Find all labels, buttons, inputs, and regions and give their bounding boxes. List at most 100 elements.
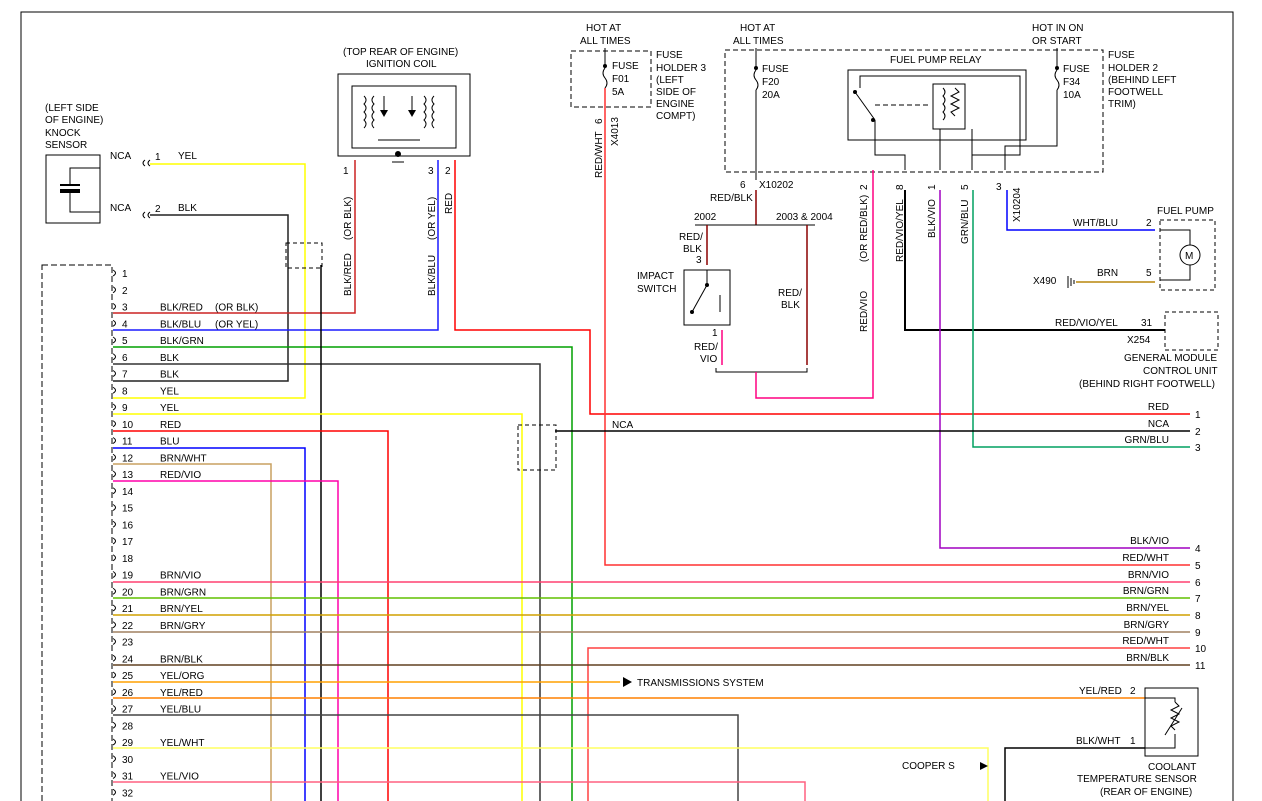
ecm-pin-terminal bbox=[112, 571, 116, 578]
wire-ecm-31 bbox=[113, 781, 806, 801]
f20-hot-1: HOT AT bbox=[740, 23, 775, 34]
impact-label-1: IMPACT bbox=[637, 271, 674, 282]
knock-sensor-box bbox=[45, 154, 101, 224]
relay-pin-1: 1 bbox=[927, 184, 938, 190]
ecm-pin-number: 4 bbox=[122, 319, 128, 330]
ecm-pin-number: 5 bbox=[122, 336, 128, 347]
coil-wire-orblk: (OR BLK) bbox=[343, 197, 354, 240]
holder2-2: HOLDER 2 bbox=[1108, 63, 1158, 74]
ecm-pin-wire-label: BLU bbox=[160, 437, 179, 448]
coolant-sensor: YEL/RED 2 BLK/WHT 1 COOLANT TEMPERATURE … bbox=[1076, 686, 1199, 798]
gm-pin: 31 bbox=[1141, 318, 1153, 329]
right-wire-label: NCA bbox=[1148, 419, 1169, 430]
coil-title-1: (TOP REAR OF ENGINE) bbox=[343, 47, 458, 58]
ecm-pin-wire-label: YEL/VIO bbox=[160, 772, 199, 783]
ecm-pin-wire-label: BRN/GRY bbox=[160, 621, 206, 632]
right-wire-list: RED1NCA2GRN/BLU3BLK/VIO4RED/WHT5BRN/VIO6… bbox=[1122, 402, 1206, 672]
impact-wire-bot-2: VIO bbox=[700, 354, 717, 365]
coil-wire-oryel: (OR YEL) bbox=[427, 197, 438, 240]
ecm-pin-terminal bbox=[112, 487, 116, 495]
f20-amp: 20A bbox=[762, 90, 780, 101]
ecm-pin-number: 3 bbox=[122, 303, 128, 314]
relay-pin-2: 2 bbox=[859, 184, 870, 190]
ecm-pin-terminal bbox=[112, 638, 116, 645]
knock-nca-2: NCA bbox=[110, 203, 131, 214]
relay-connector: X10204 bbox=[1012, 187, 1023, 222]
ecm-pin-terminal bbox=[112, 453, 116, 461]
ecm-pin-wire-label: YEL/ORG bbox=[160, 671, 205, 682]
wire-ecm-5 bbox=[113, 346, 573, 801]
coil-pin-1: 1 bbox=[343, 166, 349, 177]
ecm-pin-terminal bbox=[112, 286, 116, 294]
f34-fuse: FUSE bbox=[1063, 64, 1090, 75]
splice-nca-label: NCA bbox=[612, 420, 633, 431]
ecm-pin-number: 15 bbox=[122, 504, 134, 515]
right-wire-number: 3 bbox=[1195, 443, 1201, 454]
ecm-pin-number: 32 bbox=[122, 788, 134, 799]
ecm-pin-number: 22 bbox=[122, 621, 134, 632]
ecm-pin-number: 13 bbox=[122, 470, 134, 481]
knock-sensor-title-1: (LEFT SIDE bbox=[45, 103, 99, 114]
f20-wire: RED/BLK bbox=[710, 193, 753, 204]
knock-sensor: (LEFT SIDE OF ENGINE) KNOCK SENSOR NCA N… bbox=[45, 103, 197, 224]
holder2-5: TRIM) bbox=[1108, 99, 1136, 110]
coolant-wire-1: YEL/RED bbox=[1079, 686, 1122, 697]
knock-wire-blk: BLK bbox=[178, 203, 197, 214]
ecm-pin-number: 26 bbox=[122, 688, 134, 699]
impact-label-2: SWITCH bbox=[637, 284, 676, 295]
ecm-pin-number: 20 bbox=[122, 587, 134, 598]
f01-hot-2: ALL TIMES bbox=[580, 36, 631, 47]
ecm-pin-terminal bbox=[112, 688, 116, 696]
coil-pin-2: 2 bbox=[445, 166, 451, 177]
holder2-4: FOOTWELL bbox=[1108, 87, 1163, 98]
f34-hot-1: HOT IN ON bbox=[1032, 23, 1083, 34]
ecm-pin-terminal bbox=[112, 470, 116, 478]
ecm-pin-terminal bbox=[112, 336, 116, 344]
wire-ecm-11 bbox=[113, 447, 306, 801]
impact-wire-right-2: BLK bbox=[781, 300, 800, 311]
holder2-3: (BEHIND LEFT bbox=[1108, 75, 1176, 86]
coil-pin-3: 3 bbox=[428, 166, 434, 177]
ecm-pin-number: 18 bbox=[122, 554, 134, 565]
relay-wire-grnblu: GRN/BLU bbox=[960, 200, 971, 244]
ecm-pin-number: 12 bbox=[122, 453, 134, 464]
relay-wire-redvioyel: RED/VIO/YEL bbox=[895, 199, 906, 262]
right-wire-label: RED/WHT bbox=[1122, 553, 1169, 564]
impact-switch: 2002 2003 & 2004 RED/ BLK 3 IMPACT SWITC… bbox=[637, 170, 874, 399]
holder3-3: (LEFT bbox=[656, 75, 684, 86]
nca-splice bbox=[517, 424, 557, 471]
relay-title: FUEL PUMP RELAY bbox=[890, 55, 982, 66]
ecm-connector bbox=[41, 264, 113, 801]
cooper-s-arrow bbox=[980, 762, 988, 770]
impact-pin-3: 3 bbox=[696, 255, 702, 266]
ecm-pin-wire-label: RED bbox=[160, 420, 181, 431]
coil-title-2: IGNITION COIL bbox=[366, 59, 437, 70]
ecm-pin-number: 1 bbox=[122, 269, 128, 280]
relay-wire-blkvio: BLK/VIO bbox=[927, 199, 938, 238]
f20-fuse: FUSE bbox=[762, 64, 789, 75]
relay-pin-8: 8 bbox=[895, 184, 906, 190]
ecm-pin-number: 29 bbox=[122, 738, 134, 749]
ecm-pin-wire-label: YEL/RED bbox=[160, 688, 203, 699]
knock-sensor-title-2: OF ENGINE) bbox=[45, 115, 103, 126]
wire-relay-blkvio bbox=[939, 190, 1190, 549]
ecm-pin-number: 16 bbox=[122, 520, 134, 531]
gm-connector: X254 bbox=[1127, 335, 1151, 346]
ecm-pin-wire-label: BLK/BLU bbox=[160, 319, 201, 330]
right-wire-number: 2 bbox=[1195, 427, 1201, 438]
holder3-6: COMPT) bbox=[656, 111, 695, 122]
gm-title-1: GENERAL MODULE bbox=[1124, 353, 1217, 364]
ecm-pin-terminal bbox=[112, 319, 116, 327]
fuel-pump-motor: M bbox=[1185, 251, 1193, 262]
general-module: RED/VIO/YEL 31 X254 GENERAL MODULE CONTR… bbox=[1055, 311, 1219, 390]
ecm-pin-terminal bbox=[112, 370, 116, 377]
ecm-pin-wire-label: BRN/WHT bbox=[160, 453, 207, 464]
ecm-pin-terminal bbox=[112, 654, 116, 662]
ecm-pin-number: 27 bbox=[122, 705, 134, 716]
right-wire-label: BRN/VIO bbox=[1128, 570, 1169, 581]
ecm-pin-number: 10 bbox=[122, 420, 134, 431]
fuel-pump-title: FUEL PUMP bbox=[1157, 206, 1214, 217]
right-wire-number: 4 bbox=[1195, 544, 1201, 555]
impact-year-2002: 2002 bbox=[694, 212, 717, 223]
